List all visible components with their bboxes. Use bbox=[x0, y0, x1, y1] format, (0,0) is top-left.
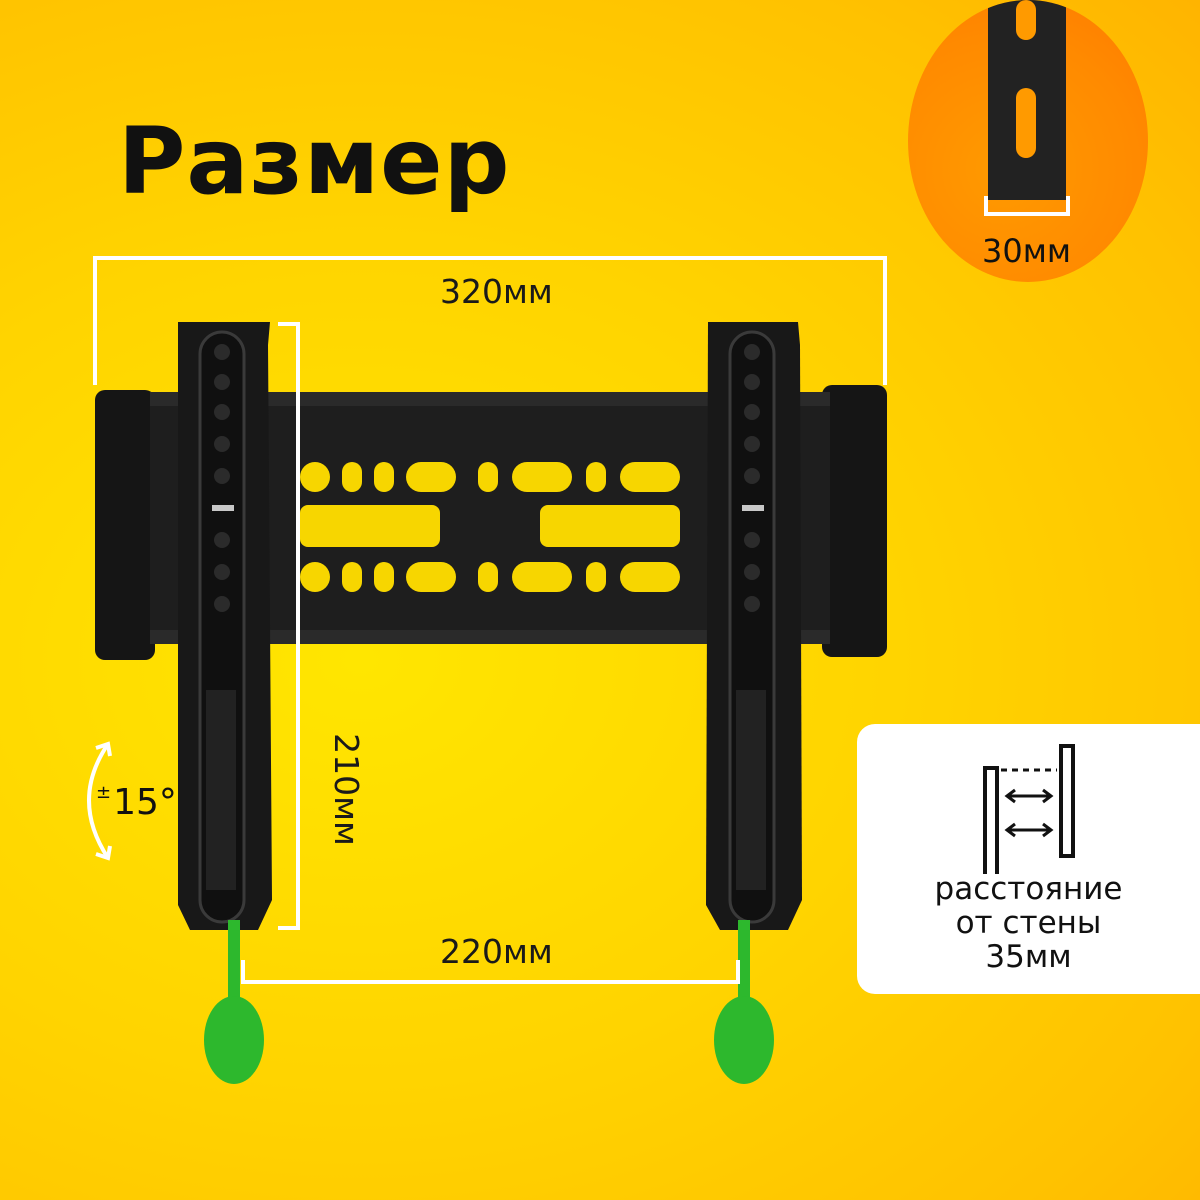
dimension-lines bbox=[93, 256, 887, 984]
wall-plate-holes bbox=[300, 462, 680, 592]
wall-distance-line3: 35мм bbox=[985, 939, 1072, 975]
right-safety-strap bbox=[714, 920, 774, 1084]
left-arm bbox=[178, 322, 272, 930]
tilt-label: ±15° bbox=[96, 782, 177, 823]
wall-distance-card: расстояние от стены 35мм bbox=[857, 724, 1200, 994]
tilt-sign: ± bbox=[96, 782, 112, 803]
width-dimension-label: 320мм bbox=[440, 272, 553, 311]
slot-zoom-detail bbox=[984, 0, 1070, 216]
tilt-value: 15° bbox=[113, 782, 177, 823]
left-safety-strap bbox=[204, 920, 264, 1084]
wall-distance-line1: расстояние bbox=[934, 871, 1123, 907]
wall-distance-text: расстояние от стены 35мм bbox=[857, 872, 1200, 974]
tilt-arrow-icon bbox=[87, 741, 112, 861]
page-title: Размер bbox=[118, 108, 511, 215]
right-arm bbox=[706, 322, 802, 930]
wall-plate-right-block bbox=[822, 385, 887, 657]
wall-distance-icon bbox=[983, 744, 1075, 880]
slot-width-label: 30мм bbox=[982, 232, 1071, 270]
arm-spacing-label: 220мм bbox=[440, 932, 553, 971]
wall-plate-left-block bbox=[95, 390, 155, 660]
height-dimension-label: 210мм bbox=[326, 733, 366, 846]
slot-zoom-circle bbox=[908, 0, 1148, 282]
wall-distance-line2: от стены bbox=[955, 905, 1102, 941]
